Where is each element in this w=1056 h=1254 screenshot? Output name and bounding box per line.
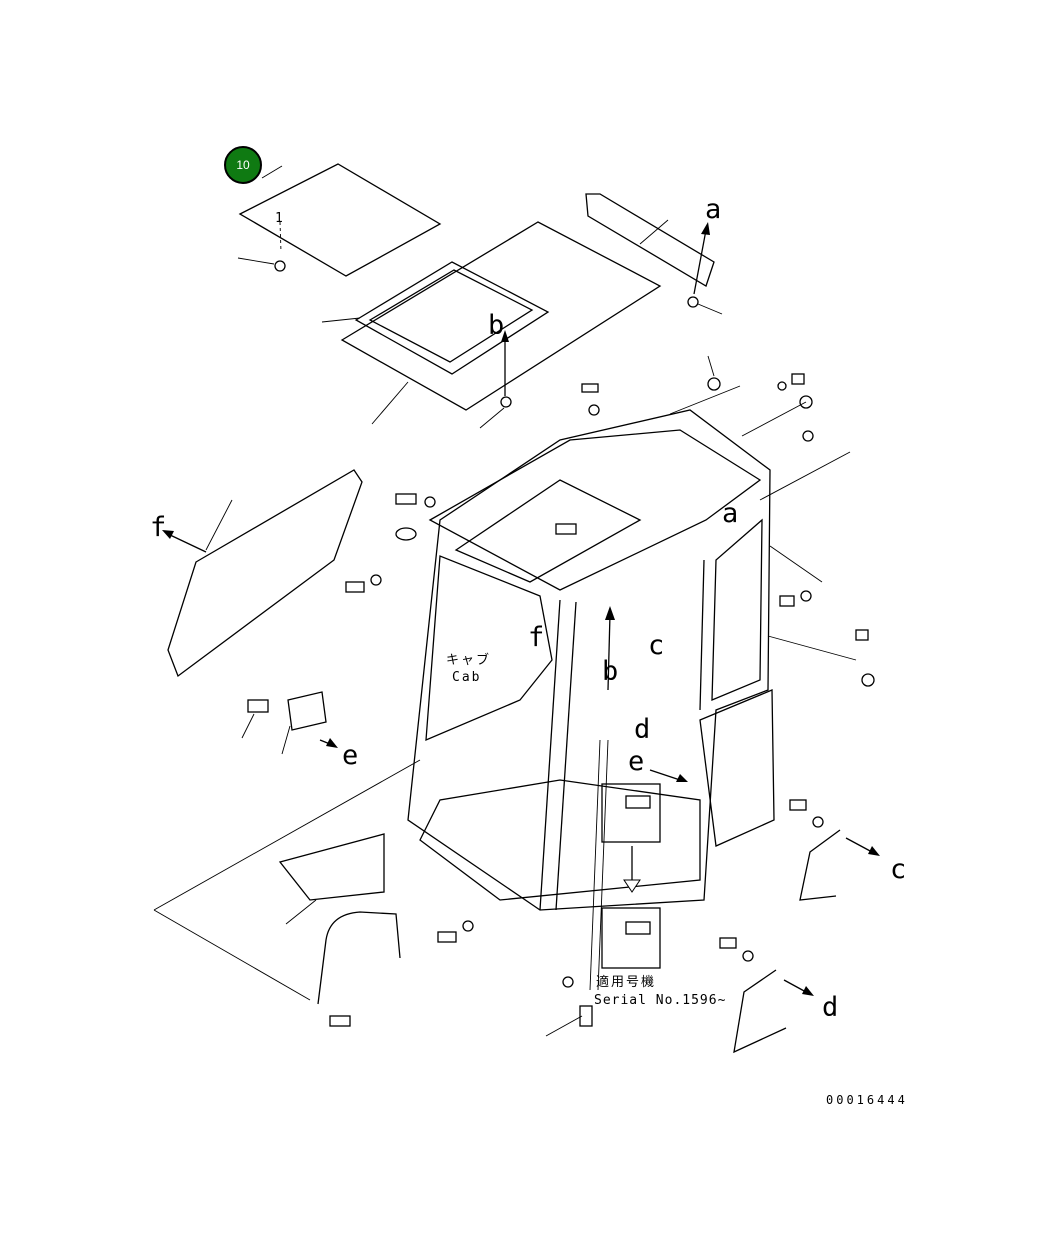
ref-letter-b-roof: b [488, 310, 505, 341]
ref-letter-c-rail: c [890, 854, 907, 885]
roof-panel [340, 221, 662, 411]
part-number-1: 1 [275, 211, 285, 226]
ref-letter-d-cab: d [634, 714, 651, 745]
serial-note-ja: 適用号機 [596, 975, 657, 990]
ref-letter-b-cab: b [602, 656, 619, 687]
ref-letter-c-cab: c [648, 630, 665, 661]
handrail-right-lower [733, 969, 787, 1054]
roof-plate [238, 163, 442, 277]
ref-letter-a-top: a [705, 194, 722, 225]
serial-note-en: Serial No.1596~ [594, 993, 727, 1008]
detail-inset-upper [601, 783, 661, 843]
handrail-left [317, 911, 401, 1005]
ref-letter-f-cab: f [528, 622, 545, 653]
ref-letter-d-rail: d [822, 992, 839, 1023]
roof-bracket [585, 193, 715, 287]
ref-letter-a-cab: a [722, 498, 739, 529]
drawing-number: 00016444 [826, 1093, 908, 1107]
front-glass [167, 469, 363, 678]
floor-plate [278, 833, 385, 901]
cab-label-ja: キャブ [446, 653, 492, 668]
handrail-right-upper [799, 829, 841, 901]
detail-inset-lower [601, 907, 661, 969]
ref-letter-f-glass: f [150, 512, 167, 543]
callout-badge-10[interactable]: 10 [224, 146, 262, 184]
cab-frame [407, 409, 775, 991]
cab-label-en: Cab [452, 670, 482, 685]
ref-letter-e-plate: e [342, 740, 359, 771]
ref-letter-e-cab: e [628, 746, 645, 777]
